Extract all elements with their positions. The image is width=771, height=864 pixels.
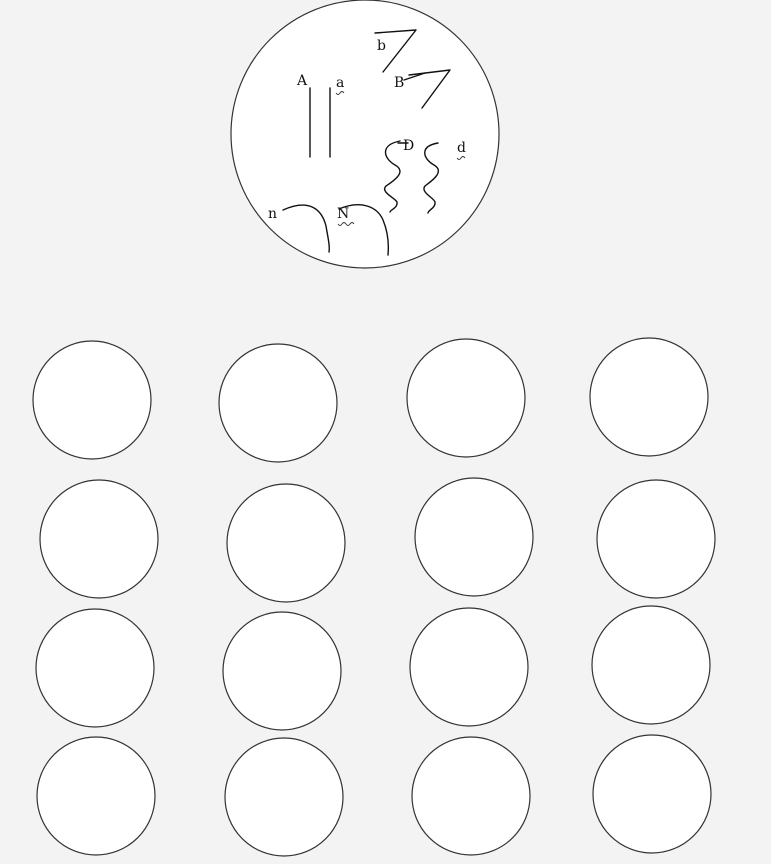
empty-cell-circle bbox=[225, 738, 343, 856]
empty-cell-circle bbox=[590, 338, 708, 456]
label-A: A bbox=[296, 73, 308, 89]
label-D: D bbox=[403, 138, 414, 154]
empty-cell-circle bbox=[219, 344, 337, 462]
empty-cell-circle bbox=[36, 609, 154, 727]
nucleus-circle bbox=[231, 0, 499, 268]
empty-cell-circle bbox=[593, 735, 711, 853]
label-n: n bbox=[268, 206, 277, 222]
nucleus-group: A a b B D d n N bbox=[231, 0, 499, 268]
label-a: a bbox=[336, 75, 344, 91]
empty-cell-circle bbox=[37, 737, 155, 855]
label-N: N bbox=[337, 206, 349, 222]
empty-cell-circle bbox=[597, 480, 715, 598]
empty-cell-circle bbox=[410, 608, 528, 726]
empty-cell-circle bbox=[223, 612, 341, 730]
label-d: d bbox=[457, 140, 466, 156]
empty-cell-circle bbox=[33, 341, 151, 459]
empty-cell-circle bbox=[227, 484, 345, 602]
empty-cell-circle bbox=[40, 480, 158, 598]
empty-cell-circle bbox=[412, 737, 530, 855]
label-b: b bbox=[377, 38, 386, 54]
empty-circle-grid bbox=[33, 338, 715, 856]
empty-cell-circle bbox=[592, 606, 710, 724]
empty-cell-circle bbox=[407, 339, 525, 457]
empty-cell-circle bbox=[415, 478, 533, 596]
label-B: B bbox=[394, 75, 404, 91]
